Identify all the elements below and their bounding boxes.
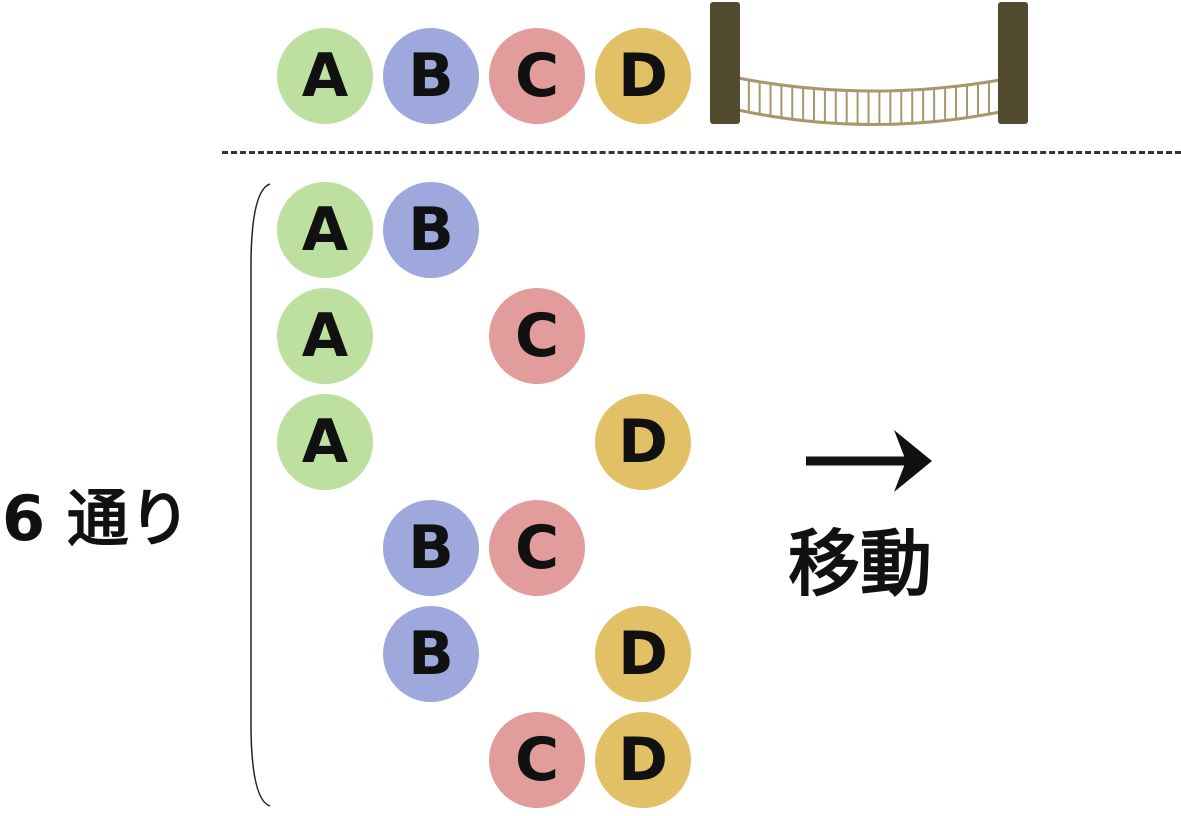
person-c-circle: C	[489, 500, 585, 596]
combination-count-label: 6 通り	[2, 482, 191, 555]
bridge-right-post	[998, 2, 1028, 124]
dashed-divider	[222, 151, 1181, 154]
person-c-circle: C	[489, 712, 585, 808]
bridge-left-post	[710, 2, 740, 124]
bridge-lower-rope	[737, 108, 1001, 127]
person-a-circle: A	[277, 182, 373, 278]
person-d-circle: D	[595, 28, 691, 124]
person-b-circle: B	[383, 28, 479, 124]
left-brace	[250, 183, 271, 807]
bridge-planks	[747, 80, 991, 125]
person-d-circle: D	[595, 394, 691, 490]
person-c-circle: C	[489, 288, 585, 384]
person-c-circle: C	[489, 28, 585, 124]
person-d-circle: D	[595, 606, 691, 702]
person-b-circle: B	[383, 500, 479, 596]
bridge-upper-rope	[737, 76, 1001, 93]
bridge-icon	[710, 2, 1028, 127]
person-d-circle: D	[595, 712, 691, 808]
person-b-circle: B	[383, 606, 479, 702]
person-a-circle: A	[277, 28, 373, 124]
move-label: 移動	[788, 522, 933, 606]
person-b-circle: B	[383, 182, 479, 278]
person-a-circle: A	[277, 394, 373, 490]
right-arrow-icon	[806, 430, 932, 492]
person-a-circle: A	[277, 288, 373, 384]
